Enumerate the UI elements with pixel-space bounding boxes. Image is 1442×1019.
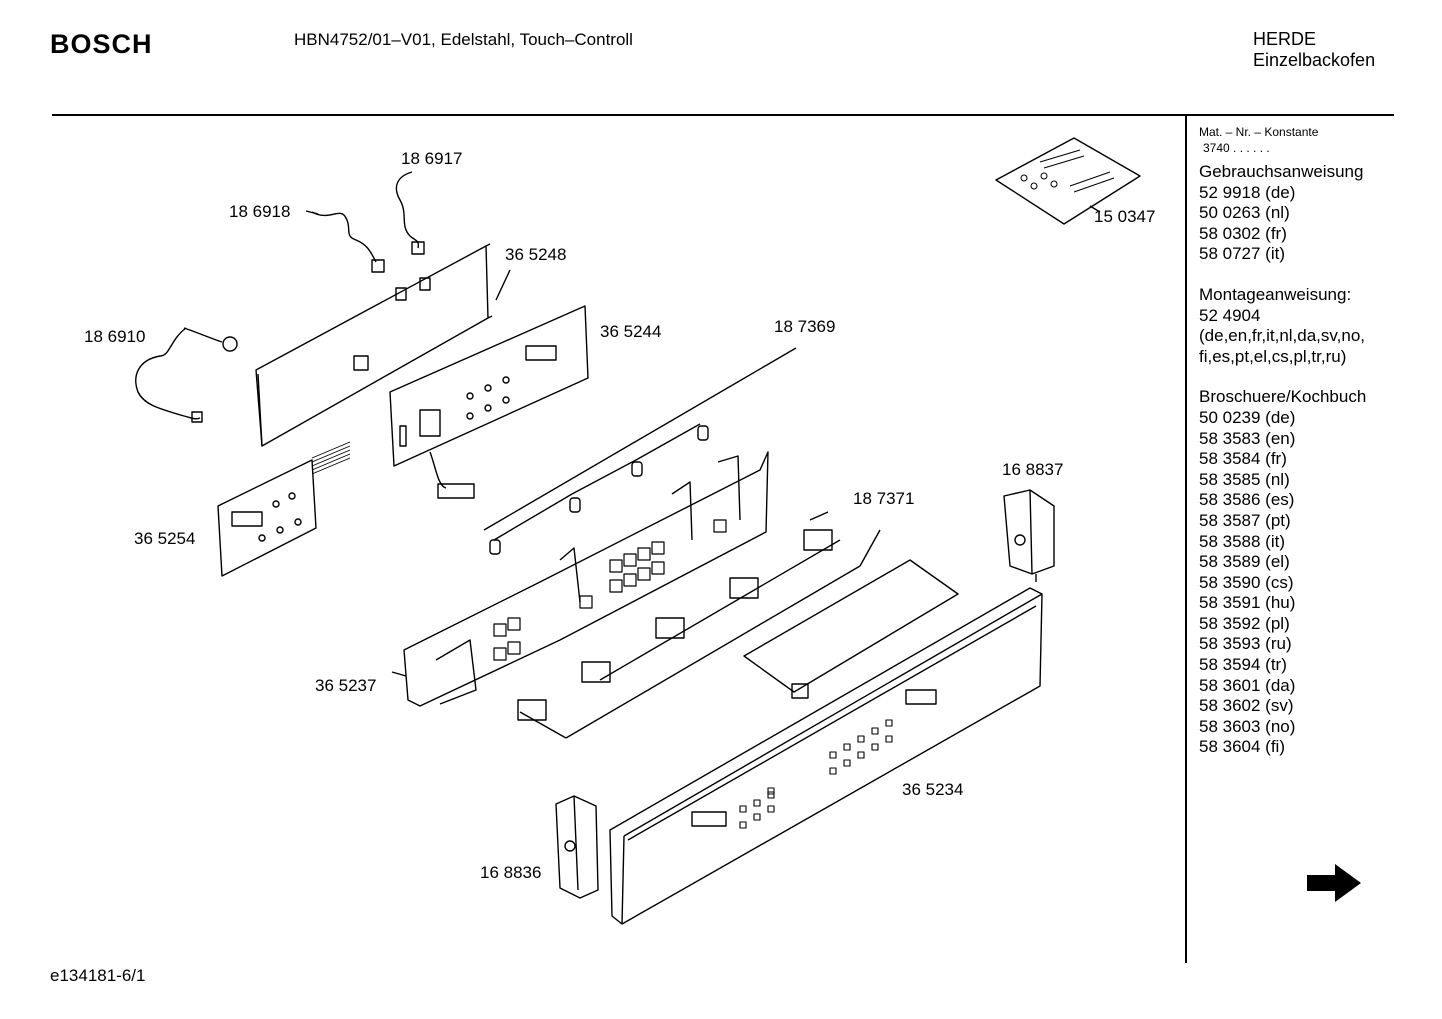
brochure-item: 58 3587 (pt) bbox=[1199, 510, 1291, 530]
front-panel-365234 bbox=[609, 587, 1043, 925]
part-label: 36 5254 bbox=[134, 529, 196, 548]
mount-item: 52 4904 bbox=[1199, 305, 1261, 325]
bracket-168836 bbox=[555, 795, 599, 899]
part-label: 18 6918 bbox=[229, 202, 291, 221]
board-365254 bbox=[217, 441, 351, 577]
bracket-168837 bbox=[1003, 489, 1055, 582]
part-label: 16 8837 bbox=[1002, 460, 1064, 479]
brochure-item: 58 3584 (fr) bbox=[1199, 449, 1287, 469]
part-label: 15 0347 bbox=[1094, 207, 1156, 226]
mount-title: Montageanweisung: bbox=[1199, 284, 1352, 304]
manual-item: 58 0302 (fr) bbox=[1199, 223, 1287, 243]
right-arrow-icon[interactable] bbox=[1305, 862, 1365, 909]
sidebar: Mat. – Nr. – Konstante 3740 . . . . . . … bbox=[1199, 124, 1366, 758]
brochure-item: 58 3594 (tr) bbox=[1199, 655, 1287, 675]
cover-plate bbox=[743, 559, 959, 699]
mat-label: Mat. – Nr. – Konstante bbox=[1199, 125, 1319, 139]
category-line-1: HERDE bbox=[1253, 29, 1317, 49]
manual-item: 58 0727 (it) bbox=[1199, 244, 1285, 264]
cable-186910 bbox=[135, 327, 238, 423]
cable-186917 bbox=[395, 171, 425, 255]
part-label: 18 6910 bbox=[84, 327, 146, 346]
screw-bag-150347 bbox=[995, 137, 1141, 225]
brochure-item: 50 0239 (de) bbox=[1199, 407, 1296, 427]
mat-value: 3740 . . . . . . bbox=[1203, 141, 1270, 155]
mount-item: (de,en,fr,it,nl,da,sv,no, bbox=[1199, 326, 1365, 346]
mount-item: fi,es,pt,el,cs,pl,tr,ru) bbox=[1199, 346, 1347, 366]
brochure-item: 58 3585 (nl) bbox=[1199, 469, 1290, 489]
buttons-187369 bbox=[483, 347, 797, 555]
brochure-item: 58 3602 (sv) bbox=[1199, 696, 1294, 716]
brochure-item: 58 3591 (hu) bbox=[1199, 593, 1296, 613]
cable-186918 bbox=[311, 211, 385, 273]
brochure-item: 58 3588 (it) bbox=[1199, 531, 1285, 551]
part-label: 16 8836 bbox=[480, 863, 542, 882]
part-label: 36 5244 bbox=[600, 322, 662, 341]
part-label: 18 7371 bbox=[853, 489, 915, 508]
sidebar-divider bbox=[1185, 116, 1187, 963]
brand-logo: BOSCH bbox=[50, 29, 153, 59]
part-label: 18 6917 bbox=[401, 149, 463, 168]
part-label: 36 5234 bbox=[902, 780, 964, 799]
brochure-title: Broschuere/Kochbuch bbox=[1199, 387, 1367, 407]
frame-365237 bbox=[403, 451, 769, 707]
brochure-item: 58 3583 (en) bbox=[1199, 428, 1296, 448]
part-label: 36 5248 bbox=[505, 245, 567, 264]
manual-item: 50 0263 (nl) bbox=[1199, 203, 1290, 223]
brochure-item: 58 3592 (pl) bbox=[1199, 613, 1290, 633]
manual-item: 52 9918 (de) bbox=[1199, 182, 1296, 202]
exploded-diagram bbox=[135, 137, 1141, 925]
clips-187371 bbox=[517, 529, 881, 739]
brochure-item: 58 3590 (cs) bbox=[1199, 572, 1294, 592]
category-block: HERDE Einzelbackofen bbox=[1253, 29, 1375, 71]
brochure-item: 58 3589 (el) bbox=[1199, 552, 1290, 572]
part-label: 18 7369 bbox=[774, 317, 836, 336]
board-365248 bbox=[255, 243, 493, 447]
model-title: HBN4752/01–V01, Edelstahl, Touch–Control… bbox=[294, 30, 633, 49]
brochure-item: 58 3603 (no) bbox=[1199, 716, 1296, 736]
header-divider bbox=[52, 114, 1394, 116]
brochure-item: 58 3601 (da) bbox=[1199, 675, 1296, 695]
document-id: e134181-6/1 bbox=[50, 966, 146, 985]
brochure-item: 58 3593 (ru) bbox=[1199, 634, 1292, 654]
board-365244 bbox=[389, 305, 589, 499]
part-label: 36 5237 bbox=[315, 676, 377, 695]
brochure-item: 58 3604 (fi) bbox=[1199, 737, 1285, 757]
brochure-item: 58 3586 (es) bbox=[1199, 490, 1295, 510]
category-line-2: Einzelbackofen bbox=[1253, 50, 1376, 70]
manual-title: Gebrauchsanweisung bbox=[1199, 162, 1364, 181]
